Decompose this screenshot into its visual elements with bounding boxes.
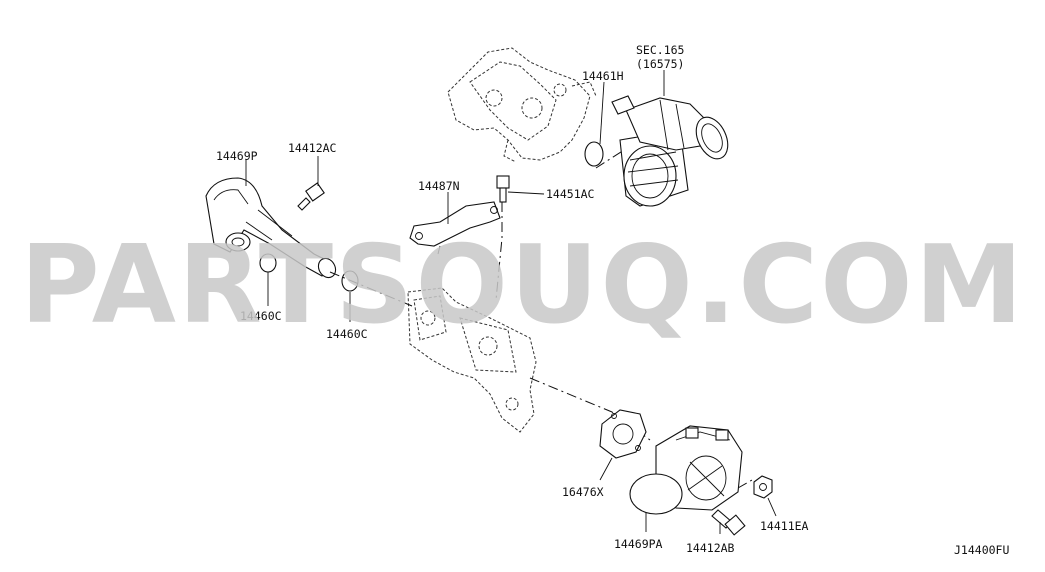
label-14461h: 14461H: [582, 69, 624, 83]
label-14451ac: 14451AC: [546, 187, 595, 201]
label-14469p: 14469P: [216, 149, 258, 163]
label-14460c-left: 14460C: [240, 309, 282, 323]
label-14487n: 14487N: [418, 179, 460, 193]
bolt-14412ab: [711, 509, 746, 536]
label-14460c-right: 14460C: [326, 327, 368, 341]
gasket-16476x: [599, 409, 647, 459]
nut-14411ea: [753, 475, 773, 499]
gasket-14460c-right: [341, 270, 359, 292]
label-14411ea: 14411EA: [760, 519, 809, 533]
egr-block-ghost: [407, 287, 537, 433]
label-14469pa: 14469PA: [614, 537, 663, 551]
diagram-id: J14400FU: [954, 543, 1009, 557]
leader-lines: [245, 70, 777, 534]
label-16476x: 16476X: [562, 485, 604, 499]
engine-upper-ghost: [447, 47, 597, 163]
part-labels: 14469P 14412AC 14487N 14451AC 14461H SEC…: [216, 43, 1009, 557]
bolt-14412ac: [297, 182, 325, 211]
air-duct-assembly: [584, 95, 729, 207]
assembly-lines: [329, 149, 753, 489]
bracket-14487n: [409, 201, 501, 255]
label-14412ab: 14412AB: [686, 541, 735, 555]
label-sec-16575: (16575): [636, 57, 684, 71]
watermark-text: PARTSOUQ.COM: [20, 223, 1025, 348]
valve-14469pa: [629, 425, 743, 515]
label-sec-165: SEC.165: [636, 43, 684, 57]
label-14412ac: 14412AC: [288, 141, 337, 155]
bolt-14451ac: [496, 175, 510, 203]
